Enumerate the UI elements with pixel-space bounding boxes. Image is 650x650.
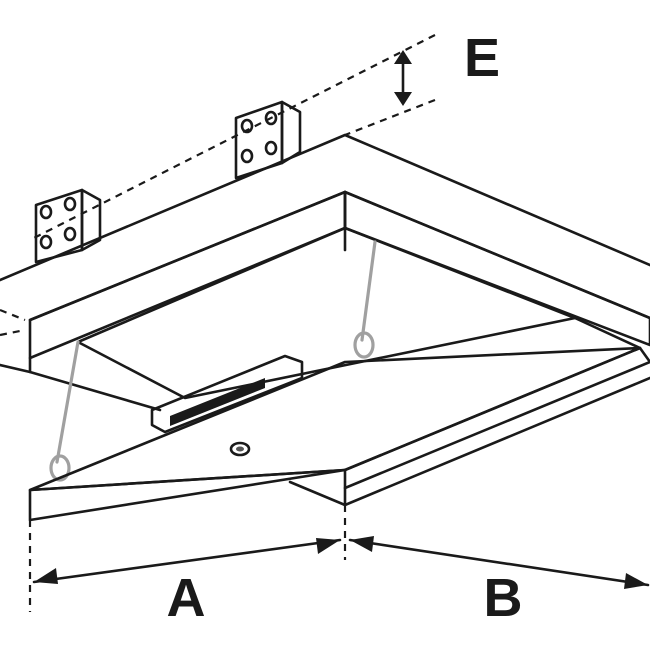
ceiling-thickness-lines (0, 34, 436, 337)
door-leaf (28, 346, 650, 522)
ceiling-frame (0, 133, 650, 374)
latch-handle-icon (150, 354, 304, 434)
dimension-label-b: B (484, 568, 523, 628)
reference-lines (28, 505, 347, 612)
frame-lower-lip (28, 316, 642, 412)
mounting-bracket-icon (240, 110, 278, 164)
key-lock-icon (229, 441, 251, 457)
safety-cables (49, 240, 377, 482)
dimension-label-e: E (464, 28, 500, 88)
mounting-bracket-icon (39, 196, 77, 250)
frame-box (28, 190, 650, 360)
dimension-arrow-icon (32, 50, 650, 589)
dimension-label-a: A (167, 568, 206, 628)
bracket-right (234, 100, 302, 180)
panel-insert (76, 226, 577, 400)
bracket-left (34, 188, 102, 264)
